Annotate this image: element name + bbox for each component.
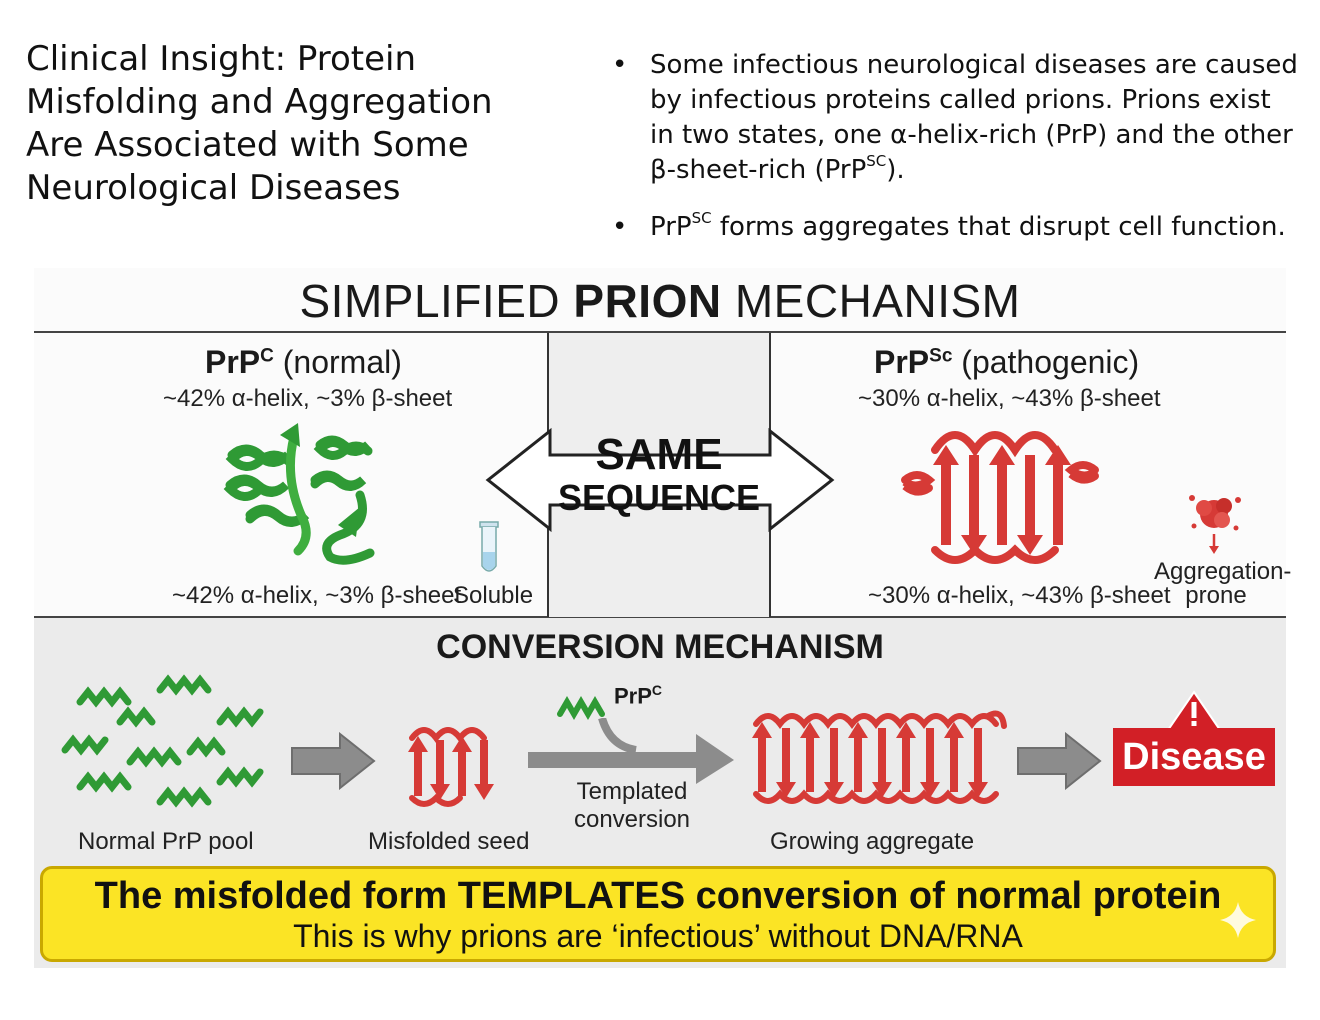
conversion-title: CONVERSION MECHANISM [436, 628, 884, 666]
key-message-banner: The misfolded form TEMPLATES conversion … [40, 866, 1276, 962]
pathogenic-composition-bottom: ~30% α-helix, ~43% β-sheet [868, 582, 1171, 609]
templated-line-1: Templated [576, 778, 688, 805]
slide-title: Clinical Insight: Protein Misfolding and… [26, 39, 493, 208]
banner-headline: The misfolded form TEMPLATES conversion … [94, 875, 1222, 917]
arrow-right-icon [1017, 732, 1102, 790]
figure-title-post: MECHANISM [721, 275, 1021, 327]
normal-prp-pool-icon [61, 674, 264, 808]
disease-badge: Disease [1113, 728, 1275, 786]
bullet-list: • Some infectious neurological diseases … [612, 48, 1302, 267]
pathogenic-property-line-2: prone [1185, 582, 1247, 609]
normal-prp-qualifier: (normal) [273, 344, 402, 380]
sequence-label: SEQUENCE [557, 477, 761, 518]
normal-composition-bottom: ~42% α-helix, ~3% β-sheet [172, 582, 462, 609]
sparkle-icon [1220, 902, 1256, 938]
normal-property: Soluble [453, 582, 534, 609]
bullet-text-end: forms aggregates that disrupt cell funct… [711, 212, 1286, 242]
normal-prp-title: PrPC (normal) [205, 344, 402, 381]
normal-prp-name: PrP [205, 344, 261, 380]
normal-protein-icon [223, 423, 375, 565]
templated-line-2: conversion [573, 806, 691, 833]
bullet-item: • Some infectious neurological diseases … [612, 48, 1302, 188]
normal-composition-top: ~42% α-helix, ~3% β-sheet [163, 385, 453, 412]
pathogenic-protein-icon [901, 431, 1099, 564]
figure-title: SIMPLIFIED PRION MECHANISM [0, 274, 1320, 328]
bullet-text-end: ). [886, 155, 905, 185]
pathogenic-property: Aggregation- prone [1154, 558, 1292, 609]
pathogenic-composition-top: ~30% α-helix, ~43% β-sheet [858, 385, 1161, 412]
bullet-text: PrP [650, 212, 692, 242]
same-label: SAME [595, 430, 723, 479]
figure-title-pre: SIMPLIFIED [299, 275, 574, 327]
templated-conversion-label: Templated conversion [566, 778, 698, 834]
seed-label: Misfolded seed [368, 828, 530, 855]
pool-label: Normal PrP pool [78, 828, 254, 855]
normal-prp-sup: C [260, 345, 274, 367]
templated-arrow-icon [528, 718, 734, 784]
growing-aggregate-icon [752, 710, 1007, 804]
bullet-superscript: SC [691, 209, 712, 228]
aggregate-label: Growing aggregate [770, 828, 975, 855]
pathogenic-property-line-1: Aggregation- [1154, 558, 1292, 585]
incoming-prpc-name: PrP [614, 683, 652, 709]
bullet-superscript: SC [866, 152, 887, 171]
aggregate-cluster-icon [1189, 495, 1241, 554]
test-tube-icon [479, 521, 499, 572]
figure-title-bold: PRION [573, 275, 722, 327]
bullet-dot: • [612, 212, 628, 242]
arrow-right-icon [291, 732, 376, 790]
incoming-prpc-label: PrPC [614, 682, 662, 709]
double-arrow-icon [485, 427, 835, 533]
incoming-prpc-icon [557, 696, 605, 720]
incoming-prpc-sup: C [651, 682, 663, 698]
warning-icon [1166, 690, 1222, 731]
pathogenic-prp-name: PrP [874, 344, 930, 380]
misfolded-seed-icon [408, 727, 494, 807]
pathogenic-prp-sup: Sc [929, 345, 953, 367]
bullet-item: • PrPSC forms aggregates that disrupt ce… [612, 210, 1302, 245]
bullet-text: Some infectious neurological diseases ar… [650, 50, 1298, 185]
bullet-dot: • [612, 50, 628, 80]
pathogenic-prp-title: PrPSc (pathogenic) [874, 344, 1139, 381]
same-sequence-label: SAME SEQUENCE [548, 432, 770, 526]
pathogenic-prp-qualifier: (pathogenic) [952, 344, 1140, 380]
banner-subline: This is why prions are ‘infectious’ with… [293, 918, 1023, 954]
